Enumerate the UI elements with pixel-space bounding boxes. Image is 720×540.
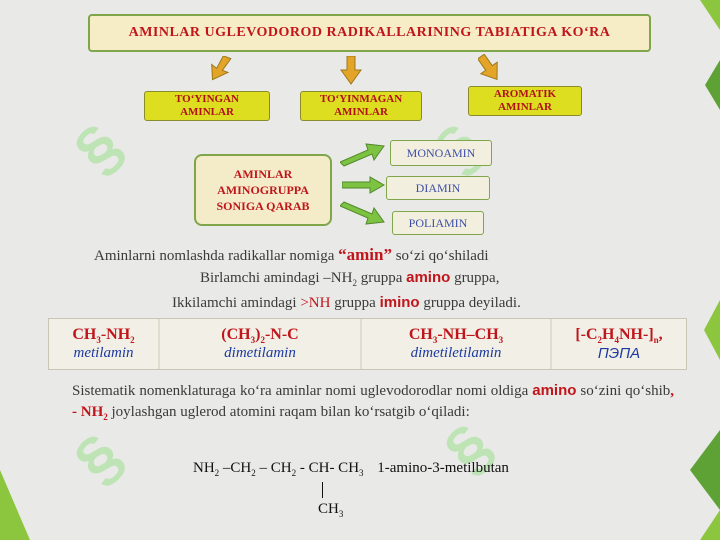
text-span: so‘zini qo‘shib	[576, 383, 671, 399]
compound-name: metilamin	[73, 345, 134, 362]
compound-name: dimetilamin	[224, 345, 296, 362]
text-span: gruppa deyiladi.	[419, 295, 521, 311]
f-sub: 3	[250, 335, 256, 346]
f-sub: 3	[498, 335, 504, 346]
f-sub: 3	[96, 335, 101, 346]
f-sub: 3	[432, 335, 438, 346]
table-cell: [-C2H4NH-]n, ПЭПА	[552, 319, 686, 369]
f-part: [-C	[575, 325, 598, 343]
nomenclature-paragraph: Sistematik nomenklaturaga ko‘ra aminlar …	[72, 380, 674, 428]
compound-name: ПЭПА	[597, 345, 641, 363]
arrow-down-icon	[340, 56, 362, 85]
aminogroup-line: SONIGA QARAB	[216, 199, 310, 213]
text-sub: 2	[103, 412, 108, 422]
arrow-right-icon	[340, 143, 385, 167]
f-sub: 2	[251, 468, 256, 478]
aminogroup-line: AMINLAR	[233, 167, 293, 181]
text-span: gruppa	[356, 270, 407, 286]
f-part: (CH	[221, 325, 251, 343]
text-line-2: Birlamchi amindagi –NH2 gruppa amino gru…	[200, 269, 499, 288]
branch-bond	[322, 482, 323, 498]
category-label: TO‘YINMAGAN AMINLAR	[319, 93, 403, 118]
type-monoamin: MONOAMIN	[390, 140, 492, 166]
arrow-right-icon	[340, 201, 385, 225]
f-part: H	[602, 325, 615, 343]
f-part: CH	[318, 501, 339, 517]
formula: (CH3)2-N-C	[221, 326, 298, 345]
text-sub: 2	[352, 278, 357, 288]
text-span: Ikkilamchi amindagi	[172, 295, 301, 311]
f-sub: 2	[597, 335, 603, 346]
text-line-3: Ikkilamchi amindagi >NH gruppa imino gru…	[172, 294, 521, 312]
aminogroup-box: AMINLAR AMINOGRUPPA SONIGA QARAB	[194, 154, 332, 226]
text-line-1: Aminlarni nomlashda radikallar nomiga “a…	[94, 245, 489, 265]
f-part: - CH- CH	[296, 460, 360, 476]
text-span: joylashgan uglerod atomini raqam bilan k…	[107, 404, 470, 420]
category-label: TO‘YINGAN AMINLAR	[175, 93, 239, 118]
f-part: ,	[658, 325, 663, 343]
formula: CH3-NH2	[72, 326, 134, 345]
f-part: – CH	[255, 460, 292, 476]
arrow-down-icon	[211, 56, 232, 81]
f-part: CH	[408, 325, 433, 343]
text-span: Sistematik nomenklaturaga ko‘ra aminlar …	[72, 383, 533, 399]
compound-name: dimetiletilamin	[410, 345, 502, 362]
branch-group: CH3	[318, 501, 343, 519]
f-part: –CH	[219, 460, 252, 476]
examples-table: CH3-NH2 metilamin (CH3)2-N-C dimetilamin…	[48, 318, 687, 370]
table-cell: CH3-NH–CH3 dimetiletilamin	[362, 319, 552, 369]
structural-formula: NH2 –CH2 – CH2 - CH- CH3 1-amino-3-metil…	[193, 460, 509, 478]
table-cell: (CH3)2-N-C dimetilamin	[160, 319, 362, 369]
type-diamin: DIAMIN	[386, 176, 490, 200]
formula: [-C2H4NH-]n,	[575, 326, 662, 345]
text-span: “amin”	[338, 245, 392, 264]
text-span: gruppa,	[450, 270, 500, 286]
text-span: amino	[532, 382, 577, 399]
f-part: -NH	[100, 325, 131, 343]
f-sub: n	[653, 335, 659, 346]
f-sub: 2	[130, 335, 135, 346]
text-span: , - NH	[72, 383, 674, 420]
aminogroup-line: AMINOGRUPPA	[217, 183, 309, 197]
compound-name: 1-amino-3-metilbutan	[377, 460, 509, 476]
text-span: gruppa	[330, 295, 380, 311]
f-part: -N-C	[264, 325, 299, 343]
category-box-aromatik: AROMATIK AMINLAR	[468, 86, 582, 116]
text-span: so‘zi qo‘shiladi	[391, 248, 489, 264]
f-part: CH	[72, 325, 97, 343]
arrow-right-icon	[342, 176, 386, 194]
text-span: imino	[379, 294, 420, 311]
text-span: >NH	[300, 295, 331, 311]
f-sub: 2	[291, 468, 297, 478]
formula: CH3-NH–CH3	[409, 326, 503, 345]
f-sub: 2	[214, 468, 220, 478]
f-sub: 4	[614, 335, 620, 346]
arrow-down-icon	[478, 54, 498, 81]
f-sub: 3	[338, 509, 344, 519]
f-part: -NH–CH	[437, 325, 499, 343]
f-part: NH	[193, 460, 215, 476]
type-poliamin: POLIAMIN	[392, 211, 484, 235]
f-sub: 2	[260, 335, 265, 346]
text-span: Aminlarni nomlashda radikallar nomiga	[94, 248, 339, 264]
category-box-toyingan: TO‘YINGAN AMINLAR	[144, 91, 270, 121]
table-cell: CH3-NH2 metilamin	[49, 319, 160, 369]
page-title: AMINLAR UGLEVODOROD RADIKALLARINING TABI…	[88, 14, 651, 52]
text-span: amino	[406, 269, 451, 286]
category-box-toyinmagan: TO‘YINMAGAN AMINLAR	[300, 91, 422, 121]
f-part: )	[255, 325, 261, 343]
f-sub: 3	[359, 468, 364, 478]
f-part: NH-]	[619, 325, 654, 343]
category-label: AROMATIK AMINLAR	[493, 88, 557, 113]
text-span: Birlamchi amindagi –NH	[200, 270, 353, 286]
